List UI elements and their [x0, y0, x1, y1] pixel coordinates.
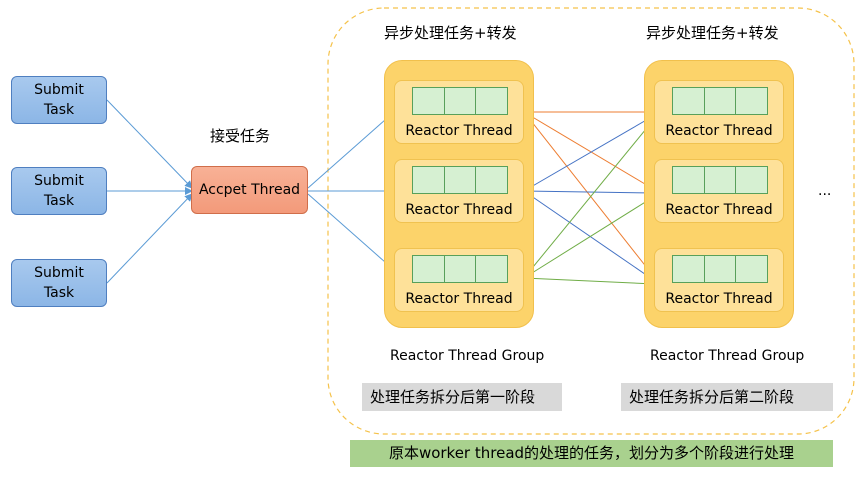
accept-thread-box: Accpet Thread — [191, 166, 308, 214]
arrow-submit1-accept — [106, 99, 193, 189]
reactor-thread-label: Reactor Thread — [405, 123, 513, 139]
accept-thread-label: Accpet Thread — [198, 182, 301, 198]
arrow-submit3-accept — [106, 193, 193, 284]
phase1-label: 处理任务拆分后第一阶段 — [362, 383, 562, 411]
group1-name: Reactor Thread Group — [390, 348, 545, 364]
submit-task-label-line2: Task — [43, 102, 75, 118]
task-queue — [672, 87, 768, 115]
arrow-accept-reactor3 — [307, 193, 395, 271]
task-queue — [412, 255, 508, 283]
submit-task-label-line1: Submit — [34, 265, 84, 281]
group2-name: Reactor Thread Group — [650, 348, 805, 364]
reactor-thread-box: Reactor Thread — [394, 80, 524, 144]
reactor-thread-box: Reactor Thread — [394, 159, 524, 223]
task-queue — [412, 87, 508, 115]
submit-task-label-line1: Submit — [34, 173, 84, 189]
arrow-g1r3-g2r2 — [523, 195, 656, 279]
task-queue — [672, 166, 768, 194]
summary-note: 原本worker thread的处理的任务，划分为多个阶段进行处理 — [350, 440, 833, 467]
submit-task-label-line1: Submit — [34, 82, 84, 98]
arrow-g1r3-g2r1 — [523, 117, 656, 279]
reactor-group-1: Reactor Thread Reactor Thread Reactor Th… — [384, 60, 534, 328]
reactor-thread-label: Reactor Thread — [665, 291, 773, 307]
arrow-g1r1-g2r3 — [523, 111, 656, 279]
submit-task-box-3: Submit Task — [11, 259, 107, 307]
submit-task-label-line2: Task — [43, 285, 75, 301]
submit-task-box-1: Submit Task — [11, 76, 107, 124]
arrow-g1r1-g2r2 — [523, 111, 656, 191]
more-groups-ellipsis: ... — [818, 183, 832, 199]
arrow-accept-reactor1 — [307, 111, 395, 189]
reactor-thread-label: Reactor Thread — [405, 291, 513, 307]
task-queue — [412, 166, 508, 194]
task-queue — [672, 255, 768, 283]
reactor-group-2: Reactor Thread Reactor Thread Reactor Th… — [644, 60, 794, 328]
reactor-thread-label: Reactor Thread — [665, 123, 773, 139]
reactor-thread-box: Reactor Thread — [654, 80, 784, 144]
reactor-thread-label: Reactor Thread — [665, 202, 773, 218]
arrow-g1r2-g2r1 — [523, 114, 656, 192]
accept-caption: 接受任务 — [210, 127, 271, 145]
arrow-g1r3-g2r3 — [523, 277, 656, 288]
submit-task-label-line2: Task — [43, 193, 75, 209]
reactor-thread-box: Reactor Thread — [394, 248, 524, 312]
processing-region-border — [327, 7, 855, 435]
group2-header: 异步处理任务+转发 — [646, 24, 779, 42]
arrow-g1r2-g2r3 — [523, 190, 656, 282]
reactor-thread-label: Reactor Thread — [405, 202, 513, 218]
reactor-thread-box: Reactor Thread — [654, 248, 784, 312]
phase2-label: 处理任务拆分后第二阶段 — [621, 383, 833, 411]
submit-task-box-2: Submit Task — [11, 167, 107, 215]
group1-header: 异步处理任务+转发 — [384, 24, 517, 42]
arrow-g1r2-g2r2 — [523, 188, 656, 197]
reactor-thread-box: Reactor Thread — [654, 159, 784, 223]
